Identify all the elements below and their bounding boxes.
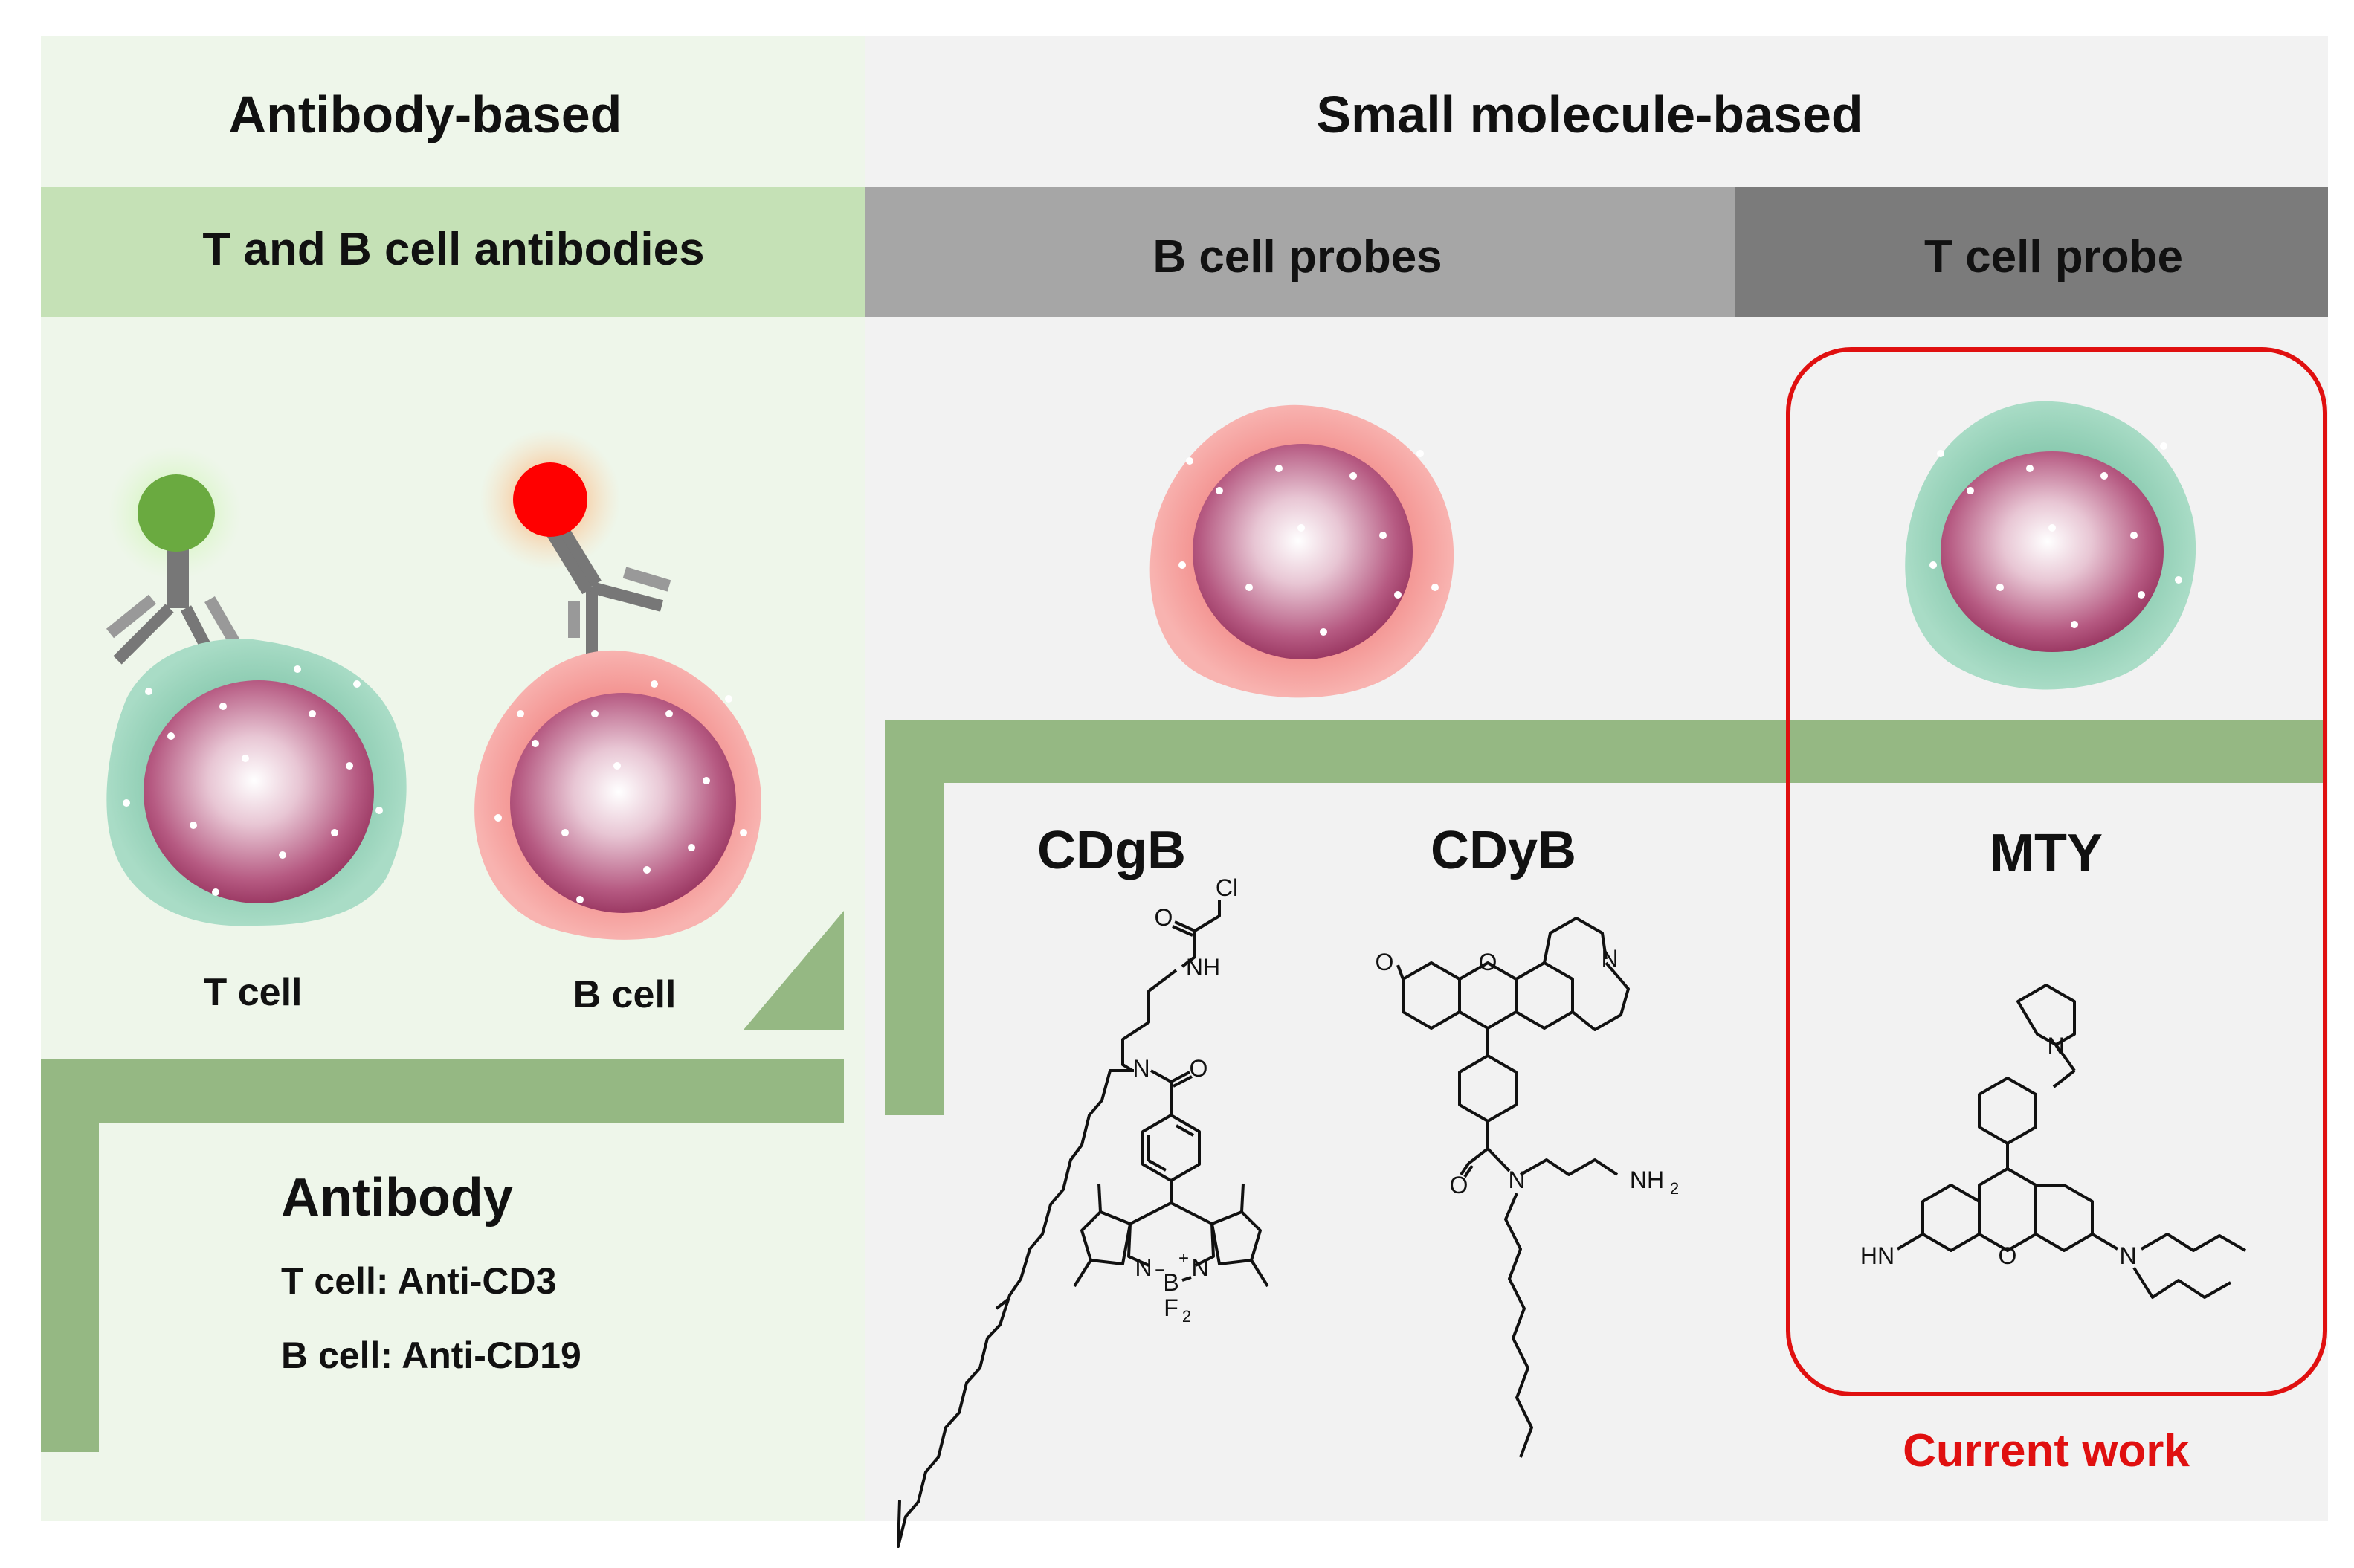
probe-name-cdgb: CDgB [1037, 821, 1186, 880]
t-cell-nucleus [144, 680, 374, 903]
small-molecule-title: Small molecule-based [1316, 86, 1863, 143]
b-probe-header: B cell probes [1152, 231, 1442, 283]
svg-text:2: 2 [1670, 1179, 1679, 1198]
red-fluorophore [513, 462, 587, 537]
svg-text:O: O [1190, 1055, 1208, 1082]
t-cell-with-antibody: T cell [106, 446, 407, 1014]
svg-text:NH: NH [1630, 1167, 1664, 1193]
svg-text:N: N [2119, 1242, 2136, 1269]
b-cell-nucleus [510, 693, 736, 913]
t-probe-nucleus [1941, 451, 2164, 652]
t-cell-label: T cell [204, 971, 303, 1014]
b-cell-with-antibody: B cell [474, 429, 761, 1016]
svg-text:N: N [2047, 1033, 2064, 1059]
antibody-box-title: Antibody [281, 1168, 513, 1227]
t-cell-probe-cell [1905, 401, 2196, 690]
svg-text:O: O [1479, 949, 1497, 975]
t-cell-antibody-line: T cell: Anti-CD3 [281, 1260, 556, 1302]
antibody-title: Antibody-based [229, 86, 622, 143]
cdyb-structure: O O N O N NH 2 [1376, 917, 1679, 1458]
svg-text:N: N [1508, 1167, 1525, 1193]
svg-text:Cl: Cl [1216, 874, 1238, 901]
svg-text:N: N [1135, 1254, 1152, 1281]
antibody-subheader: T and B cell antibodies [202, 224, 704, 275]
b-cell-probe-cell [1149, 404, 1454, 698]
mty-structure: N O HN N [1860, 984, 2246, 1299]
b-probe-header-bar [865, 187, 1735, 317]
svg-text:O: O [1999, 1242, 2017, 1269]
b-cell-label: B cell [573, 973, 677, 1016]
t-probe-header-bar [1735, 187, 2328, 317]
svg-text:2: 2 [1182, 1307, 1191, 1326]
svg-text:HN: HN [1860, 1242, 1895, 1269]
svg-text:NH: NH [1186, 954, 1220, 981]
svg-text:F: F [1164, 1294, 1178, 1321]
current-work-label: Current work [1903, 1425, 2190, 1477]
b-probe-nucleus [1193, 444, 1413, 659]
svg-text:N: N [1191, 1254, 1208, 1281]
antibody-subheader-bar [41, 187, 865, 317]
svg-text:B: B [1163, 1269, 1178, 1296]
svg-text:−: − [1155, 1260, 1165, 1280]
svg-text:+: + [1178, 1248, 1189, 1268]
probe-name-cdyb: CDyB [1431, 821, 1576, 880]
svg-text:N: N [1132, 1055, 1149, 1082]
probe-name-mty: MTY [1990, 824, 2103, 883]
current-work-highlight [1786, 347, 2327, 1396]
cdgb-structure: Cl O NH N O N N B + − F 2 [897, 874, 1269, 1548]
t-probe-header: T cell probe [1924, 231, 2183, 283]
green-fluorophore [138, 474, 215, 552]
green-bars [41, 720, 2327, 1452]
svg-text:O: O [1155, 904, 1173, 931]
b-cell-antibody-line: B cell: Anti-CD19 [281, 1335, 581, 1376]
svg-text:O: O [1450, 1172, 1468, 1198]
svg-text:N: N [1601, 945, 1618, 972]
svg-text:O: O [1376, 949, 1394, 975]
